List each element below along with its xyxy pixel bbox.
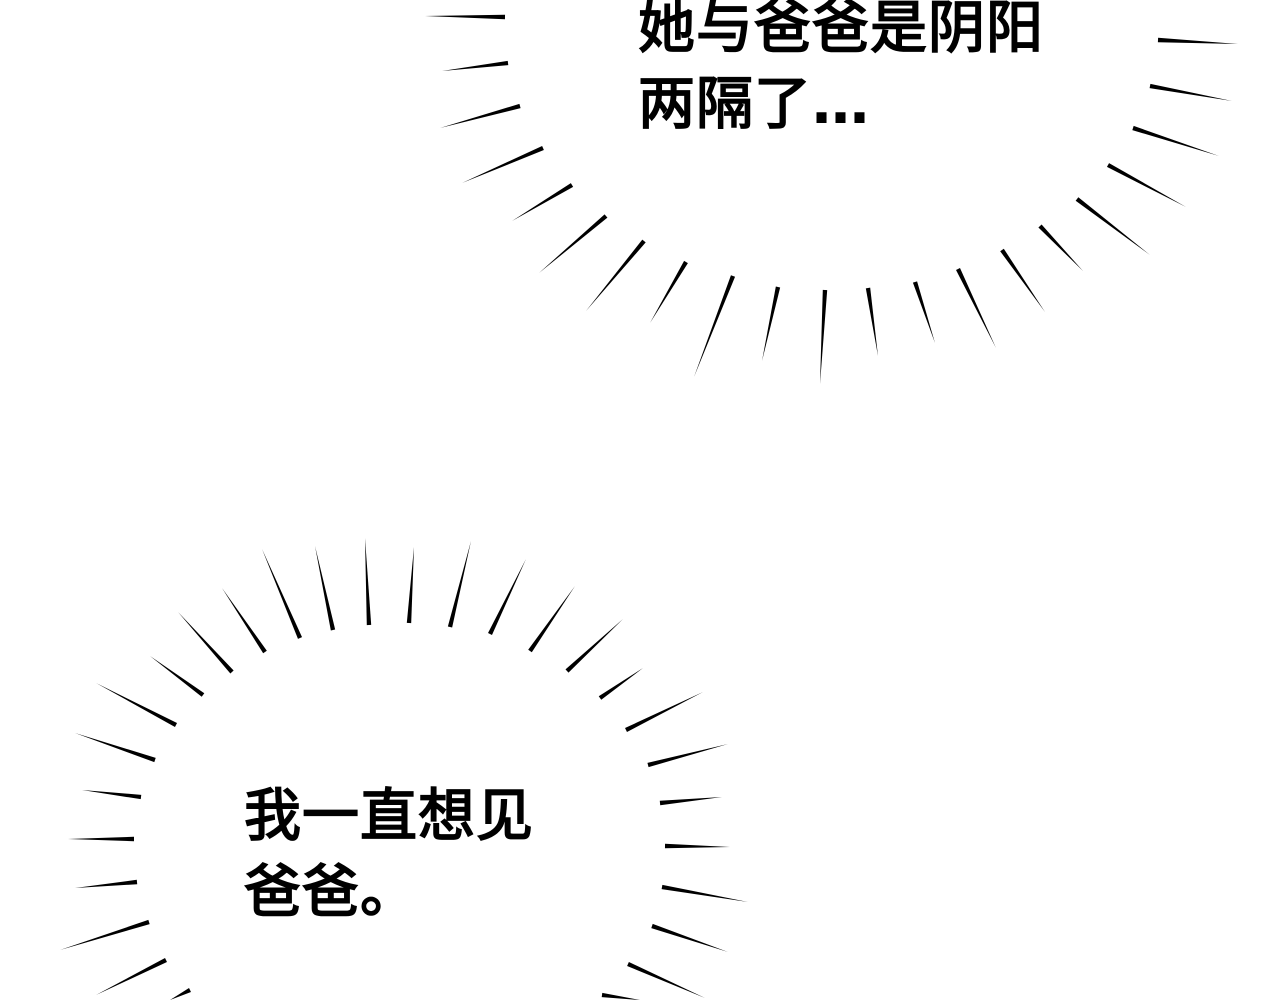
speed-line: [528, 586, 575, 653]
speed-line: [96, 958, 167, 995]
speed-line: [68, 836, 134, 842]
speed-line: [178, 612, 234, 674]
speed-line: [1157, 37, 1238, 44]
speed-line: [150, 656, 205, 697]
speed-line: [586, 239, 646, 311]
speed-line: [865, 287, 878, 356]
speed-line: [170, 988, 191, 1000]
speed-line: [365, 538, 372, 626]
speed-line: [598, 668, 643, 700]
speed-line: [539, 214, 608, 273]
speed-line: [762, 286, 781, 361]
speed-line: [661, 884, 748, 902]
speed-line: [488, 559, 526, 635]
speed-line: [912, 281, 935, 343]
speed-line: [462, 145, 544, 183]
speed-line: [664, 843, 730, 849]
speed-line: [647, 744, 728, 768]
speed-line: [625, 692, 703, 732]
speed-line: [601, 992, 640, 1000]
speed-line: [406, 547, 414, 624]
narration-caption-top: 她与爸爸是阴阳 两隔了…: [638, 0, 1044, 142]
speed-line: [1132, 125, 1219, 156]
speed-line: [694, 275, 736, 377]
caption-line: 她与爸爸是阴阳: [638, 0, 1044, 61]
speed-line: [1149, 83, 1232, 101]
speed-line: [75, 879, 138, 888]
caption-line: 爸爸。: [244, 859, 418, 925]
speed-line: [96, 683, 178, 727]
speed-line: [82, 790, 142, 800]
speed-line: [60, 919, 150, 950]
speed-line: [627, 961, 705, 998]
speed-line: [659, 797, 722, 806]
caption-line: 两隔了…: [638, 71, 870, 137]
speed-line: [565, 619, 623, 673]
speed-line: [820, 289, 828, 384]
speed-line: [1075, 197, 1150, 255]
speed-line: [956, 268, 996, 348]
speed-line: [425, 14, 506, 20]
narration-caption-bottom: 我一直想见 爸爸。: [244, 778, 534, 930]
speed-line: [1106, 163, 1186, 207]
speed-line: [75, 733, 156, 763]
speed-line: [440, 103, 521, 128]
speed-line: [1038, 224, 1083, 271]
speed-line: [651, 923, 728, 952]
speed-line: [262, 549, 303, 639]
speed-line: [650, 260, 688, 323]
caption-line: 我一直想见: [244, 783, 534, 849]
speed-line: [447, 541, 471, 628]
speed-line: [442, 60, 509, 71]
speed-line: [1000, 248, 1045, 312]
speed-line: [315, 546, 336, 631]
speed-line: [512, 183, 574, 221]
speed-line: [222, 588, 267, 654]
